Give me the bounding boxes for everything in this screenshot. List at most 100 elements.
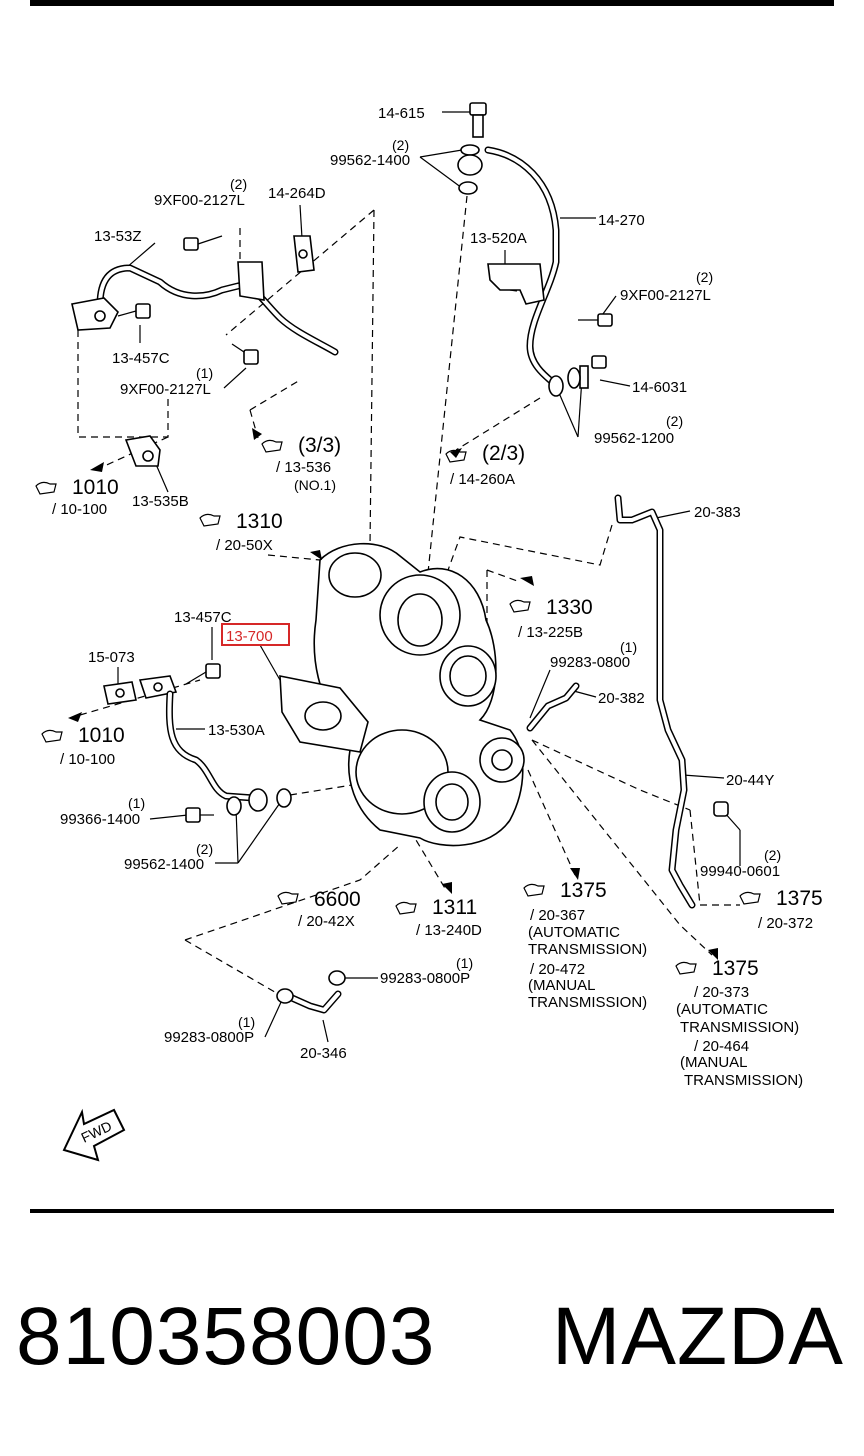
ref-sub: / 13-536 xyxy=(276,459,331,476)
ref-number: (2/3) xyxy=(482,442,525,465)
label-99562-1400: 99562-1400 xyxy=(330,152,410,169)
nut-99940-0601[interactable] xyxy=(713,801,729,817)
ref-sub: / 20-367 xyxy=(530,907,585,924)
label-9xf00-2127l: 9XF00-2127L xyxy=(120,381,211,398)
label-99283-0800p: 99283-0800P xyxy=(380,970,470,987)
ref-note: (NO.1) xyxy=(294,477,336,493)
ref-number: 1010 xyxy=(72,476,119,499)
ref-20-372[interactable]: 1375 / 20-372 xyxy=(739,887,823,932)
bolt-99366-1400[interactable] xyxy=(185,807,214,823)
label-15-073: 15-073 xyxy=(88,649,135,666)
qty-2: (2) xyxy=(196,841,213,857)
ref-20-50x[interactable]: 1310 / 20-50X xyxy=(199,510,283,554)
label-9xf00-2127l: 9XF00-2127L xyxy=(620,287,711,304)
label-9xf00-2127l: 9XF00-2127L xyxy=(154,192,245,209)
part-number: 810358003 xyxy=(16,1291,436,1382)
ref-20-373-20-464[interactable]: 1375 / 20-373 (AUTOMATIC TRANSMISSION) /… xyxy=(675,957,803,1089)
bolt-13-457c-top[interactable] xyxy=(117,303,151,319)
ref-sub: / 20-472 xyxy=(530,961,585,978)
label-99283-0800: 99283-0800 xyxy=(550,654,630,671)
label-20-346: 20-346 xyxy=(300,1045,347,1062)
label-13-520a: 13-520A xyxy=(470,230,527,247)
ref-sub: / 20-464 xyxy=(694,1038,749,1055)
label-13-530a: 13-530A xyxy=(208,722,265,739)
bolt-13-457c-lower[interactable] xyxy=(185,663,221,685)
ref-sub: (AUTOMATIC xyxy=(528,924,620,941)
ref-13-225b[interactable]: 1330 / 13-225B xyxy=(509,596,593,641)
coolant-pipe-13-53z[interactable] xyxy=(96,264,339,356)
flange-mid[interactable] xyxy=(237,261,265,301)
ref-sub: / 20-50X xyxy=(216,537,273,554)
ref-number: 1330 xyxy=(546,596,593,619)
bolt-9xf00-2127l-right[interactable] xyxy=(578,313,613,327)
label-13-53z: 13-53Z xyxy=(94,228,142,245)
ref-number: 6600 xyxy=(314,888,361,911)
oil-return-pipe-13-530a[interactable] xyxy=(138,675,268,812)
ref-20-367-20-472[interactable]: 1375 / 20-367 (AUTOMATIC TRANSMISSION) /… xyxy=(523,879,647,1011)
ref-13-240d[interactable]: 1311 / 13-240D xyxy=(395,896,482,939)
forward-arrow-icon: FWD xyxy=(62,1108,126,1162)
ref-sub: / 13-225B xyxy=(518,624,583,641)
washers-99562-1400[interactable] xyxy=(457,144,483,195)
washers-99562-1200[interactable] xyxy=(548,367,581,397)
ref-sub: / 20-372 xyxy=(758,915,813,932)
gasket-13-535b[interactable] xyxy=(124,435,161,467)
label-13-535b: 13-535B xyxy=(132,493,189,510)
qty-1: (1) xyxy=(128,795,145,811)
ref-sub: TRANSMISSION) xyxy=(528,941,647,958)
ref-10-100-lower[interactable]: 1010 / 10-100 xyxy=(41,724,125,768)
qty-2: (2) xyxy=(666,413,683,429)
washers-99562-1400-lower[interactable] xyxy=(226,788,292,816)
ref-sub: / 13-240D xyxy=(416,922,482,939)
label-14-6031: 14-6031 xyxy=(632,379,687,396)
hose-20-382[interactable] xyxy=(526,682,580,732)
oil-pipe-14-270[interactable] xyxy=(484,146,560,389)
ref-20-42x[interactable]: 6600 / 20-42X xyxy=(277,888,361,930)
bolt-14-615[interactable] xyxy=(469,102,487,138)
vacuum-hose-20-383[interactable] xyxy=(614,494,696,909)
bracket-13-520a[interactable] xyxy=(487,263,545,305)
ref-number: (3/3) xyxy=(298,434,341,457)
ref-number: 1375 xyxy=(712,957,759,980)
label-99283-0800p: 99283-0800P xyxy=(164,1029,254,1046)
gasket-13-700[interactable] xyxy=(279,675,369,753)
label-13-457c: 13-457C xyxy=(174,609,232,626)
ref-sub: / 10-100 xyxy=(60,751,115,768)
highlighted-part[interactable]: 13-700 xyxy=(221,623,290,646)
part-labels: 14-615 (2) 99562-1400 14-270 (2) 9XF00-2… xyxy=(60,105,781,1062)
flange-left[interactable] xyxy=(71,297,119,331)
ref-sub: / 20-373 xyxy=(694,984,749,1001)
ref-number: 1310 xyxy=(236,510,283,533)
top-rule xyxy=(30,0,834,6)
ref-sub: / 14-260A xyxy=(450,471,515,488)
label-14-264d: 14-264D xyxy=(268,185,326,202)
qty-1: (1) xyxy=(620,639,637,655)
bolt-9xf00-2127l-lower[interactable] xyxy=(231,343,259,365)
qty-2: (2) xyxy=(392,137,409,153)
bolt-14-6031[interactable] xyxy=(579,355,607,389)
turbocharger-13-700[interactable] xyxy=(313,542,525,847)
dashed-leaders xyxy=(77,195,740,996)
label-99940-0601: 99940-0601 xyxy=(700,863,780,880)
ref-sub: / 20-42X xyxy=(298,913,355,930)
gasket-14-264d[interactable] xyxy=(293,235,315,273)
label-20-44y: 20-44Y xyxy=(726,772,774,789)
hose-20-346[interactable] xyxy=(276,970,346,1014)
ref-sub: TRANSMISSION) xyxy=(684,1072,803,1089)
ref-10-100-top[interactable]: 1010 / 10-100 xyxy=(35,476,119,518)
ref-sub: (MANUAL xyxy=(680,1054,748,1071)
brand-name: MAZDA xyxy=(552,1291,844,1382)
label-13-457c: 13-457C xyxy=(112,350,170,367)
qty-2: (2) xyxy=(764,847,781,863)
ref-sub: (AUTOMATIC xyxy=(676,1001,768,1018)
ref-sub: / 10-100 xyxy=(52,501,107,518)
ref-13-536[interactable]: (3/3) / 13-536 (NO.1) xyxy=(261,434,341,493)
bolt-9xf00-2127l-top[interactable] xyxy=(183,235,223,251)
qty-1: (1) xyxy=(238,1014,255,1030)
gasket-15-073[interactable] xyxy=(103,681,137,705)
label-99562-1400: 99562-1400 xyxy=(124,856,204,873)
label-14-615: 14-615 xyxy=(378,105,425,122)
highlight-box xyxy=(221,623,290,646)
ref-number: 1010 xyxy=(78,724,125,747)
qty-2: (2) xyxy=(230,176,247,192)
